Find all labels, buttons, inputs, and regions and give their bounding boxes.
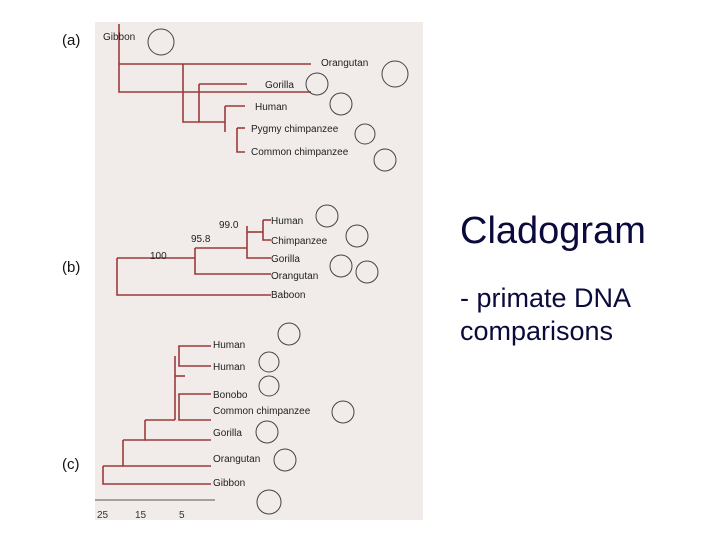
taxon-gibbon: Gibbon (213, 478, 245, 489)
panel-a-label: (a) (62, 32, 80, 49)
panel-c-label: (c) (62, 456, 80, 473)
taxon-gorilla: Gorilla (271, 254, 300, 265)
taxon-gorilla: Gorilla (265, 80, 294, 91)
taxon-bonobo: Bonobo (213, 390, 248, 401)
subtitle-line: - primate DNA (460, 282, 631, 315)
taxon-human: Human (255, 102, 287, 113)
taxon-chimpanzee: Chimpanzee (271, 236, 328, 247)
taxon-common-chimpanzee: Common chimpanzee (251, 147, 349, 158)
taxon-orangutan: Orangutan (321, 58, 368, 69)
paper-background (95, 22, 423, 520)
taxon-human: Human (213, 340, 245, 351)
slide-subtitle: - primate DNA comparisons (460, 282, 631, 348)
taxon-common-chimpanzee: Common chimpanzee (213, 406, 311, 417)
subtitle-line: comparisons (460, 315, 631, 348)
taxon-gibbon: Gibbon (103, 32, 135, 43)
cladogram-figure: Gibbon Orangutan Gorilla Human Pygmy chi… (95, 22, 423, 520)
slide-title: Cladogram (460, 210, 646, 253)
taxon-human: Human (271, 216, 303, 227)
taxon-pygmy-chimpanzee: Pygmy chimpanzee (251, 124, 339, 135)
taxon-orangutan: Orangutan (213, 454, 260, 465)
node-value: 100 (150, 251, 167, 262)
axis-tick-label: 15 (135, 510, 147, 520)
axis-tick-label: 5 (179, 510, 185, 520)
taxon-orangutan: Orangutan (271, 271, 318, 282)
node-value: 99.0 (219, 220, 239, 231)
node-value: 95.8 (191, 234, 211, 245)
taxon-baboon: Baboon (271, 290, 305, 301)
taxon-human: Human (213, 362, 245, 373)
axis-tick-label: 25 (97, 510, 109, 520)
panel-b-label: (b) (62, 259, 80, 276)
taxon-gorilla: Gorilla (213, 428, 242, 439)
